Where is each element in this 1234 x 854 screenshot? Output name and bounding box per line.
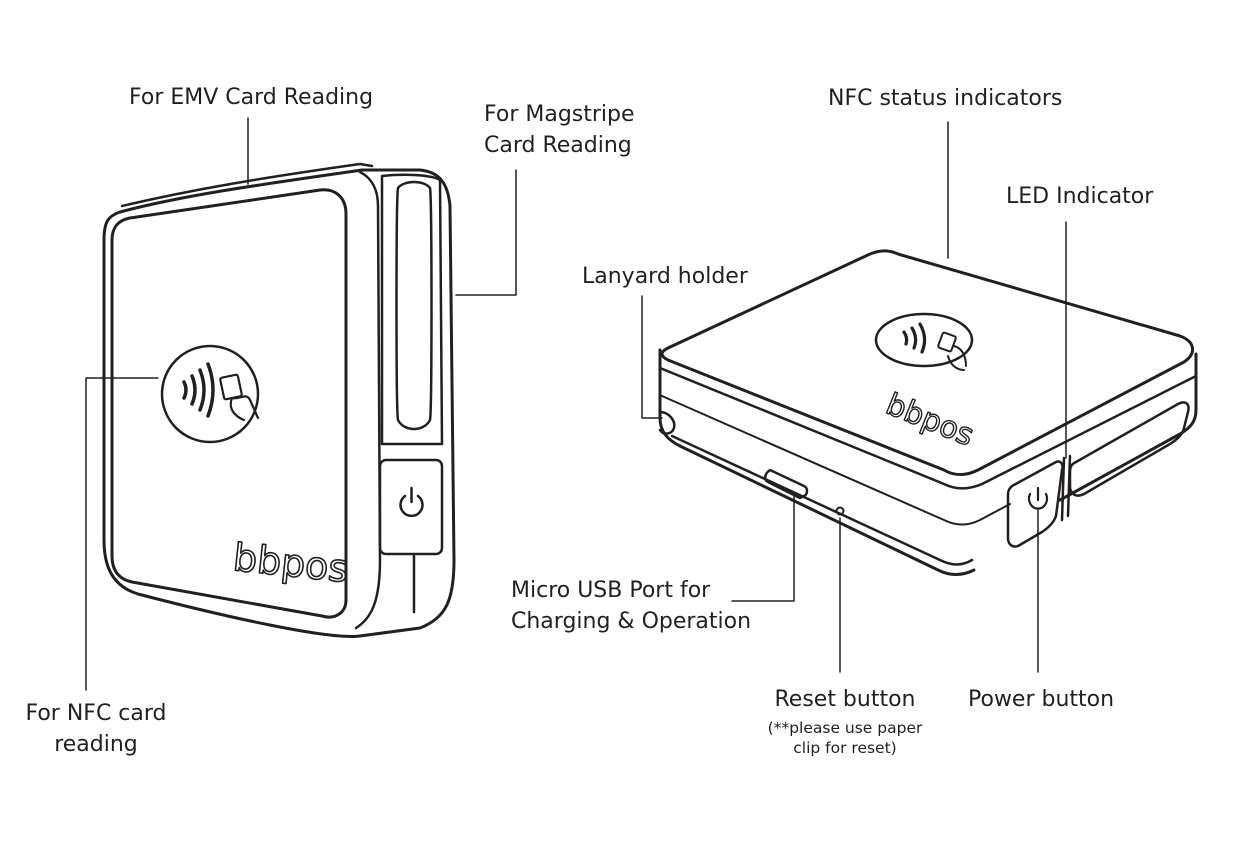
perspective-device: bbpos [658,249,1198,576]
leader-lanyard [641,295,663,419]
top-logo: bbpos [881,387,979,454]
leader-lines [85,117,1067,691]
power-button-housing [378,458,444,556]
power-label: Power button [968,687,1115,712]
front-face [110,188,348,619]
contactless-emblem [160,344,260,444]
top-contactless-icon [902,322,927,354]
leader-magstripe [455,169,517,296]
magstripe-slot [395,180,433,431]
leader-usb [731,495,795,602]
reset-label: Reset button [774,687,916,712]
reset-note-line2: clip for reset) [793,739,897,757]
magstripe-label-line2: Card Reading [484,133,632,158]
bottom-edge [670,434,974,566]
nfc-label-line1: For NFC card [25,701,167,726]
mid-band [661,395,1011,526]
contactless-icon [182,362,215,418]
front-body-outline [102,168,456,638]
top-tap-hand-icon [937,331,967,371]
lanyard-holder [658,410,676,435]
side-power-button [1006,460,1064,548]
power-icon [399,486,424,518]
side-magstripe [1068,401,1190,497]
side-wall-left [658,348,976,576]
nfc-label-line2: reading [54,732,138,757]
tap-hand-icon [219,373,260,422]
emv-slot-edge [120,162,374,208]
reset-note-line1: (**please use paper [767,719,923,737]
side-panel-outline [354,170,382,630]
usb-label-line1: Micro USB Port for [511,578,711,603]
front-view-device: bbpos [102,162,456,638]
lanyard-label: Lanyard holder [582,264,748,289]
side-wall-right [1058,352,1198,502]
top-contactless-emblem [874,312,974,368]
nfc-status-label: NFC status indicators [828,86,1063,111]
side-power-icon [1027,486,1049,510]
usb-label-line2: Charging & Operation [511,609,752,634]
reset-hole [835,506,845,516]
front-logo: bbpos [231,535,350,591]
top-rim [658,366,1198,490]
top-face [660,249,1194,476]
magstripe-label-line1: For Magstripe [484,102,635,127]
leader-nfc [85,377,159,691]
led-label: LED Indicator [1006,184,1154,209]
emv-label: For EMV Card Reading [129,85,374,110]
usb-port [764,468,809,500]
magstripe-channel [380,173,444,446]
